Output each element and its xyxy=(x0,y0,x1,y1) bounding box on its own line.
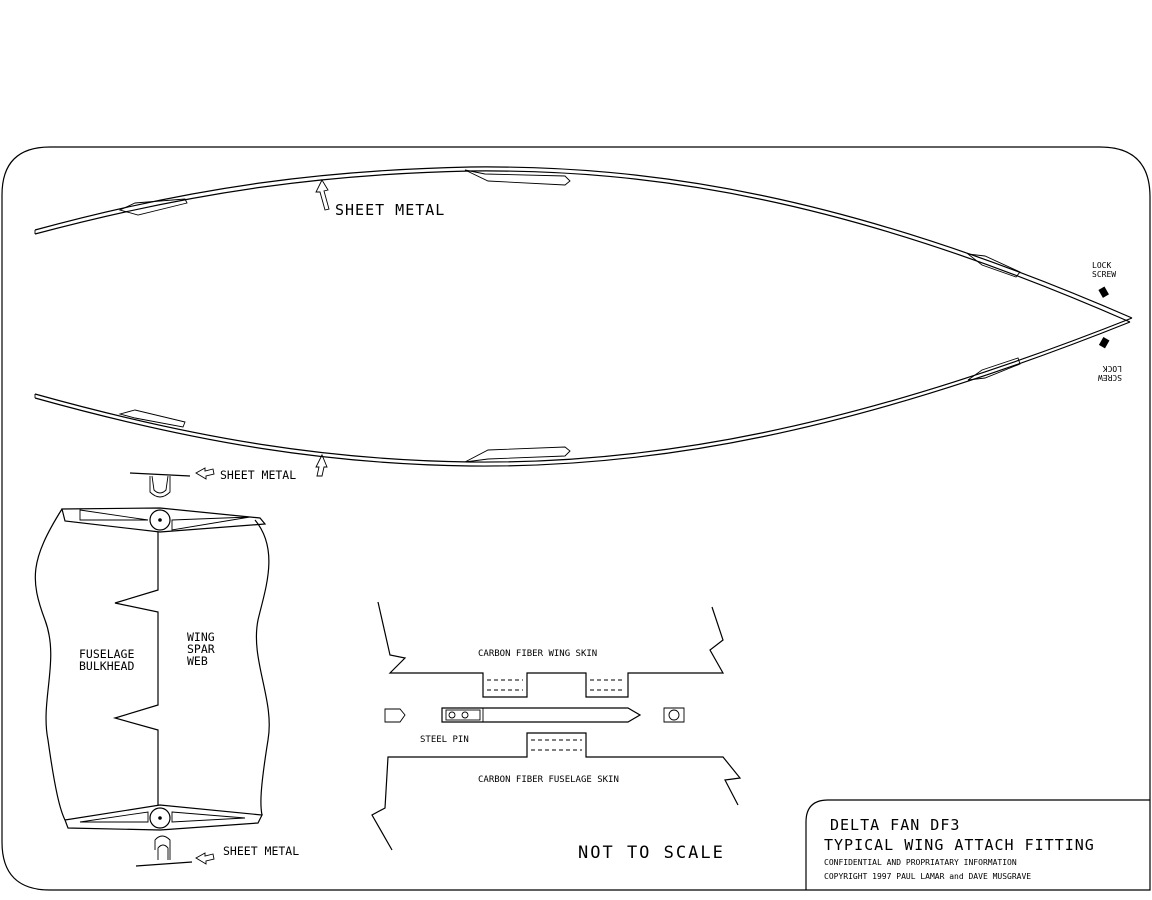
arrow-icon xyxy=(315,453,328,477)
lock-screw-label-top: SCREW xyxy=(1092,270,1116,279)
lock-screw-label-bottom: SCREW LOCK xyxy=(1098,364,1122,382)
title-block-copyright: COPYRIGHT 1997 PAUL LAMAR and DAVE MUSGR… xyxy=(824,872,1031,881)
bulkhead-spar-view xyxy=(34,472,270,867)
svg-text:LOCK: LOCK xyxy=(1103,364,1122,373)
arrow-icon xyxy=(195,467,215,480)
title-block-title: TYPICAL WING ATTACH FITTING xyxy=(824,836,1095,854)
carbon-fiber-wing-skin-label: CARBON FIBER WING SKIN xyxy=(478,649,597,659)
arrow-icon xyxy=(195,852,215,865)
wing-spar-web-label: WEB xyxy=(187,654,208,668)
wing-section-outline xyxy=(34,166,1133,467)
title-block-border xyxy=(805,799,1150,890)
svg-text:SCREW: SCREW xyxy=(1098,373,1122,382)
steel-pin-label: STEEL PIN xyxy=(420,735,469,745)
skin-fitting xyxy=(118,169,1021,463)
carbon-fiber-fuselage-skin-label: CARBON FIBER FUSELAGE SKIN xyxy=(478,775,619,785)
sheet-border xyxy=(1,146,1151,891)
arrow-icon xyxy=(315,179,330,211)
title-block-confidential: CONFIDENTIAL AND PROPRIATARY INFORMATION xyxy=(824,858,1017,867)
fuselage-bulkhead-label: FUSELAGE xyxy=(79,647,134,661)
pin-detail-view xyxy=(371,601,742,851)
lock-screw-icon xyxy=(1098,286,1110,349)
sheet-metal-label-mid: SHEET METAL xyxy=(220,468,296,482)
wing-spar-web-label: WING xyxy=(187,630,215,644)
not-to-scale-label: NOT TO SCALE xyxy=(578,843,725,863)
title-block-project: DELTA FAN DF3 xyxy=(830,816,960,834)
sheet-metal-label-top: SHEET METAL xyxy=(335,201,445,219)
lock-screw-label-top: LOCK xyxy=(1092,261,1111,270)
sheet-metal-label-bottom: SHEET METAL xyxy=(223,844,299,858)
wing-spar-web-label: SPAR xyxy=(187,642,215,656)
fuselage-bulkhead-label: BULKHEAD xyxy=(79,659,134,673)
